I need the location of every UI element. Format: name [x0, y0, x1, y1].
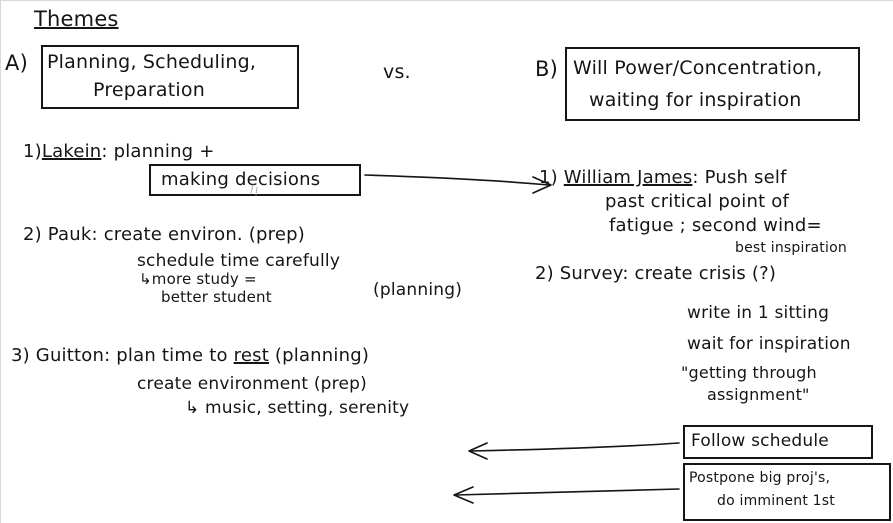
left-item-3-name: Guitton	[35, 345, 105, 366]
left-item-3-text-after: (planning)	[268, 345, 370, 366]
left-item-3-heading: 3) Guitton: plan time to rest (planning)	[11, 347, 369, 365]
right-item-1-heading: 1) William James: Push self	[539, 169, 787, 187]
left-item-2-text: : create environ. (prep)	[91, 224, 305, 245]
right-item-2-heading: 2) Survey: create crisis (?)	[535, 265, 776, 283]
right-item-1-line4: best inspiration	[735, 240, 847, 256]
theme-b-line2: waiting for inspiration	[589, 89, 802, 111]
left-item-2-heading: 2) Pauk: create environ. (prep)	[23, 226, 305, 244]
left-item-1-name: Lakein	[41, 141, 102, 162]
left-item-3-text-before: : plan time to	[104, 345, 234, 366]
left-item-1-text: : planning +	[101, 141, 215, 162]
right-item-1-line2: past critical point of	[605, 191, 789, 212]
theme-a-box	[41, 45, 299, 109]
left-item-3-line3: ↳ music, setting, serenity	[185, 398, 410, 418]
arrow-lakein-to-james	[364, 174, 550, 186]
postpone-line2: do imminent 1st	[717, 493, 835, 509]
left-item-1-boxed-text: making decisions	[161, 169, 321, 190]
left-item-3-underlined: rest	[233, 345, 269, 366]
theme-b-box	[565, 47, 860, 121]
arrow-follow-schedule	[470, 442, 680, 452]
right-item-2-text: : create crisis (?)	[622, 263, 777, 284]
left-item-1-heading: 1)Lakein: planning +	[23, 143, 215, 161]
theme-b-line1: Will Power/Concentration,	[573, 57, 823, 79]
right-item-2-line2: write in 1 sitting	[687, 303, 830, 323]
right-item-2-line3: wait for inspiration	[687, 334, 851, 354]
left-item-2-line4: better student	[161, 288, 272, 306]
left-item-3-line2: create environment (prep)	[137, 374, 367, 394]
left-item-2-name: Pauk	[47, 224, 92, 245]
left-item-2-line2: schedule time carefully	[137, 251, 341, 271]
right-item-2-line4: "getting through	[681, 363, 817, 382]
versus-label: vs.	[383, 61, 411, 83]
left-item-2-num: 2)	[23, 224, 42, 245]
page-title: Themes	[34, 7, 119, 31]
theme-a-line2: Preparation	[93, 79, 205, 101]
right-item-2-name: Survey	[559, 263, 623, 284]
postpone-line1: Postpone big proj's,	[689, 470, 831, 486]
left-item-1-num: 1)	[23, 141, 42, 162]
postpone-box	[683, 463, 891, 521]
right-item-1-text: : Push self	[692, 167, 787, 188]
right-item-2-num: 2)	[535, 263, 554, 284]
left-item-2-note: (planning)	[373, 280, 463, 300]
left-item-2-line3: ↳more study =	[139, 270, 257, 288]
arrowhead-postpone	[453, 486, 474, 504]
arrowhead-follow-schedule	[468, 442, 488, 460]
follow-schedule-text: Follow schedule	[691, 431, 829, 451]
right-item-1-name: William James	[563, 167, 693, 188]
right-item-1-line3: fatigue ; second wind=	[609, 215, 822, 236]
right-item-1-num: 1)	[539, 167, 558, 188]
right-item-2-line5: assignment"	[707, 385, 810, 404]
theme-b-letter: B)	[535, 57, 558, 81]
left-item-3-num: 3)	[11, 345, 30, 366]
follow-schedule-box	[683, 425, 873, 459]
theme-a-line1: Planning, Scheduling,	[47, 51, 257, 73]
arrow-postpone	[455, 488, 680, 496]
theme-a-letter: A)	[5, 51, 28, 75]
